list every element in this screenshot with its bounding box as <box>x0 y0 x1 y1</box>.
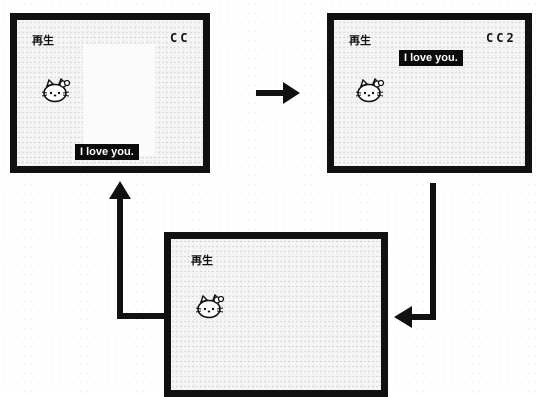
hello-kitty-icon <box>355 77 385 108</box>
playback-label: 再生 <box>191 254 213 267</box>
screen-blank-area <box>83 44 155 156</box>
subtitle-caption: I love you. <box>75 144 139 160</box>
playback-label: 再生 <box>32 34 54 47</box>
down-left-arrow-icon <box>394 183 444 335</box>
cc-mode-label: CC <box>170 31 191 45</box>
screen-cc: 再生 CC I love you. <box>10 13 210 173</box>
hello-kitty-icon <box>195 293 225 324</box>
cc-mode-label: CC2 <box>486 31 517 45</box>
screen-cc2: 再生 CC2 I love you. <box>327 13 532 173</box>
hello-kitty-icon <box>41 77 71 108</box>
subtitle-caption: I love you. <box>399 50 463 66</box>
playback-label: 再生 <box>349 34 371 47</box>
right-arrow-icon <box>256 82 300 108</box>
screen-cc-off: 再生 <box>164 232 388 397</box>
up-arrow-icon <box>106 181 166 325</box>
